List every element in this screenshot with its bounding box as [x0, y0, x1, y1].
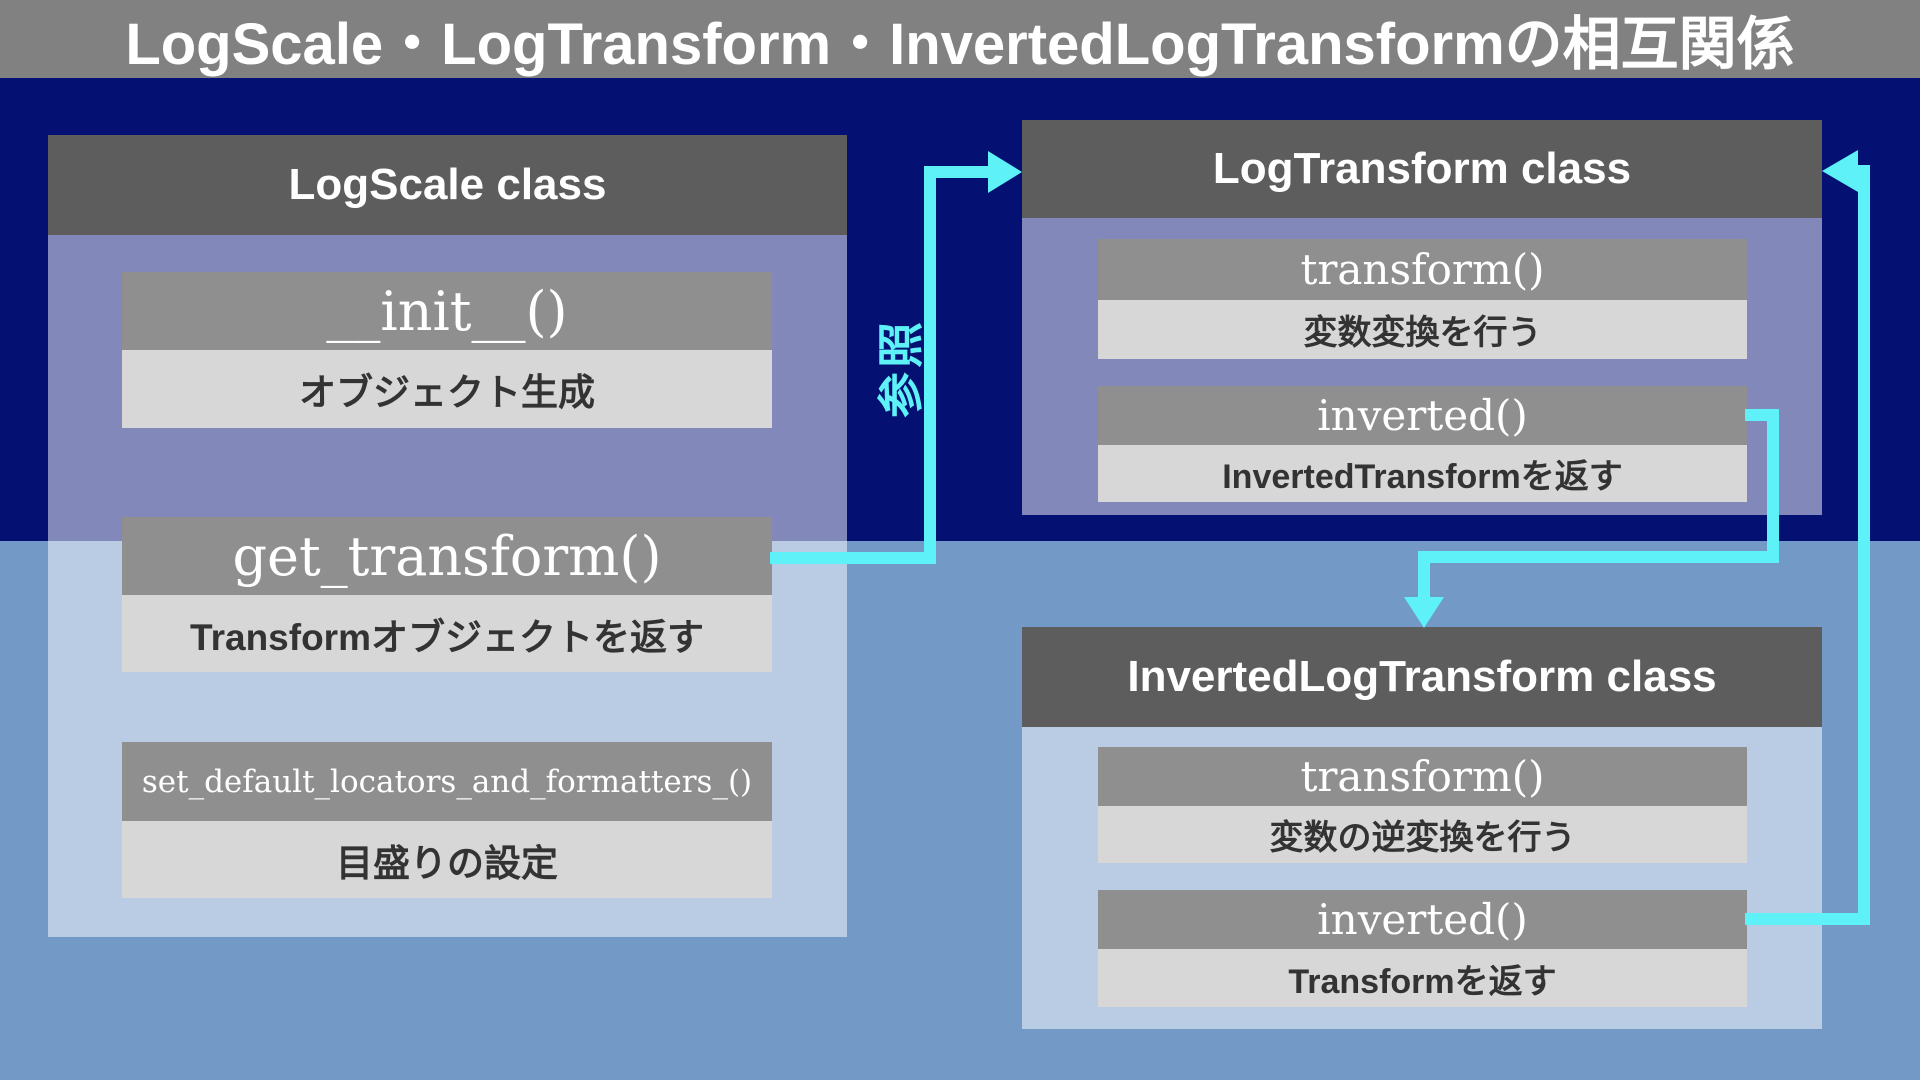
title-bar: LogScale・LogTransform・InvertedLogTransfo…: [0, 0, 1920, 78]
method-get-transform-desc: Transformオブジェクトを返す: [122, 595, 772, 672]
logscale-class-title: LogScale class: [288, 160, 607, 209]
invertedlogtransform-class-title: InvertedLogTransform class: [1127, 652, 1717, 701]
logtransform-class-box: LogTransform class transform() 変数変換を行う i…: [1022, 120, 1822, 515]
reference-arrowhead-right-icon: [988, 151, 1022, 193]
method-get-transform-name: get_transform(): [122, 517, 772, 595]
inverted-arrow-segment-down: [1767, 409, 1779, 554]
method-inv-transform-desc: 変数の逆変換を行う: [1098, 806, 1747, 863]
reference-arrow-segment-bottom: [770, 552, 936, 564]
inverted-arrowhead-down-icon: [1404, 597, 1444, 628]
page-title: LogScale・LogTransform・InvertedLogTransfo…: [125, 12, 1795, 77]
method-set-default-locators-name: set_default_locators_and_formatters_(): [122, 742, 772, 821]
method-inverted-name: inverted(): [1098, 386, 1747, 445]
reference-arrow-segment-top: [924, 166, 988, 178]
inverted-arrow-segment-drop: [1418, 551, 1430, 597]
method-init-name: __init__(): [122, 272, 772, 350]
method-set-default-locators-desc: 目盛りの設定: [122, 821, 772, 898]
loop-arrow-segment-up: [1858, 165, 1870, 925]
method-inv-inverted-name: inverted(): [1098, 890, 1747, 949]
loop-arrowhead-left-icon: [1822, 150, 1858, 192]
logscale-class-header: LogScale class: [48, 135, 847, 235]
method-inv-transform-name: transform(): [1098, 747, 1747, 806]
invertedlogtransform-class-box: InvertedLogTransform class transform() 変…: [1022, 627, 1822, 1029]
reference-arrow-label: 参照: [875, 318, 927, 418]
method-inverted-desc: InvertedTransformを返す: [1098, 445, 1747, 502]
method-init-desc: オブジェクト生成: [122, 350, 772, 428]
logscale-class-box: LogScale class __init__() オブジェクト生成 get_t…: [48, 135, 847, 937]
logtransform-class-title: LogTransform class: [1212, 144, 1632, 193]
inverted-arrow-segment-across: [1418, 551, 1779, 563]
method-transform-name: transform(): [1098, 239, 1747, 300]
loop-arrow-segment-out: [1745, 913, 1870, 925]
method-transform-desc: 変数変換を行う: [1098, 300, 1747, 359]
logtransform-class-header: LogTransform class: [1022, 120, 1822, 218]
reference-arrow-segment-vertical: [924, 166, 936, 564]
invertedlogtransform-class-header: InvertedLogTransform class: [1022, 627, 1822, 727]
method-inv-inverted-desc: Transformを返す: [1098, 949, 1747, 1007]
